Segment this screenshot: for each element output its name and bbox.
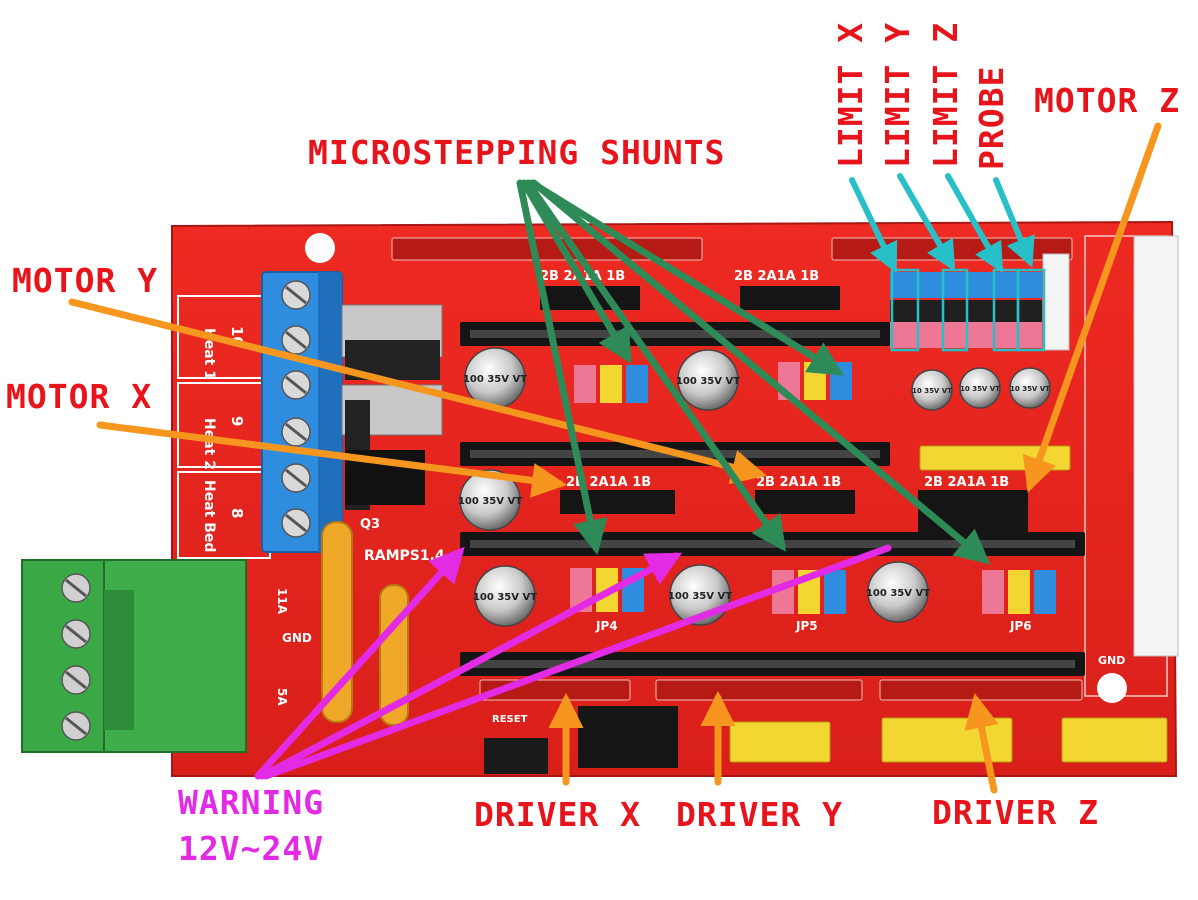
pin-group-label: 2B 2A1A 1B bbox=[756, 475, 841, 490]
motor-arrows bbox=[68, 122, 1162, 794]
small-capacitor-label: 10 35V VT bbox=[960, 385, 1000, 393]
heater-pin-2: 9 bbox=[228, 416, 246, 426]
capacitor-labels: 100 35V VT 100 35V VT 100 35V VT 100 35V… bbox=[458, 374, 1050, 603]
capacitor-label: 100 35V VT bbox=[473, 592, 537, 603]
pin-group-label: 2B 2A1A 1B bbox=[924, 475, 1009, 490]
power-label-5a: 5A bbox=[275, 688, 289, 706]
capacitor-label: 100 35V VT bbox=[668, 591, 732, 602]
bottom-header bbox=[479, 679, 1083, 701]
version-label: RAMPS1.4 bbox=[364, 548, 445, 564]
limit-arrows bbox=[849, 173, 1035, 274]
power-label-gnd: GND bbox=[282, 631, 312, 645]
voltage-range-label: 12V~24V bbox=[178, 829, 325, 868]
driver-z-label: DRIVER Z bbox=[932, 793, 1099, 832]
pin-group-label: 2B 2A1A 1B bbox=[734, 269, 819, 284]
driver-y-label: DRIVER Y bbox=[676, 795, 843, 834]
motor-y-label: MOTOR Y bbox=[12, 261, 159, 300]
reset-button-body bbox=[484, 738, 548, 774]
fuse bbox=[321, 521, 353, 723]
aux-black-header bbox=[578, 706, 678, 768]
power-label-11a: 11A bbox=[275, 588, 289, 615]
limit-highlight-boxes bbox=[890, 268, 1046, 352]
right-header bbox=[1133, 235, 1179, 657]
pin-group-label: 2B 2A1A 1B bbox=[566, 475, 651, 490]
jumper-label-jp5: JP5 bbox=[795, 619, 818, 633]
q3-label: Q3 bbox=[360, 517, 380, 532]
jumper-label-jp4: JP4 bbox=[595, 619, 618, 633]
motor-y-arrow bbox=[68, 298, 767, 485]
microstepping-shunts-label: MICROSTEPPING SHUNTS bbox=[308, 133, 726, 172]
probe-label: PROBE bbox=[972, 65, 1011, 170]
limit-z-label: LIMIT Z bbox=[926, 21, 965, 168]
motor-z-label: MOTOR Z bbox=[1034, 81, 1181, 120]
motor-x-arrow bbox=[96, 421, 567, 498]
small-capacitor-label: 10 35V VT bbox=[912, 387, 952, 395]
heater-label-2: Heat 2 bbox=[201, 418, 217, 470]
motor-x-label: MOTOR X bbox=[6, 377, 153, 416]
microstepping-arrows bbox=[516, 179, 991, 565]
capacitor-label: 100 35V VT bbox=[458, 496, 522, 507]
heater-label-1: Heat 1 bbox=[201, 328, 217, 380]
jumper-label-jp6: JP6 bbox=[1009, 619, 1032, 633]
capacitor-label: 100 35V VT bbox=[463, 374, 527, 385]
driver-x-label: DRIVER X bbox=[474, 795, 641, 834]
warning-label: WARNING bbox=[178, 783, 325, 822]
heater-label-3: Heat Bed bbox=[201, 480, 217, 552]
heater-pin-3: 8 bbox=[228, 508, 246, 518]
mounting-hole bbox=[305, 233, 335, 263]
mounting-hole bbox=[1097, 673, 1127, 703]
gnd-label: GND bbox=[1098, 654, 1125, 667]
limit-x-label: LIMIT X bbox=[831, 21, 870, 168]
motor-z-arrow bbox=[1022, 122, 1162, 493]
small-capacitor-label: 10 35V VT bbox=[1010, 385, 1050, 393]
capacitor-label: 100 35V VT bbox=[676, 376, 740, 387]
reset-label: RESET bbox=[492, 714, 528, 725]
capacitors bbox=[459, 347, 1051, 627]
driver-z-arrow bbox=[964, 693, 999, 794]
capacitor-label: 100 35V VT bbox=[866, 588, 930, 599]
heater-screw-terminal bbox=[261, 271, 343, 553]
power-screw-terminal bbox=[21, 559, 247, 753]
limit-y-label: LIMIT Y bbox=[878, 21, 917, 168]
warning-arrows bbox=[254, 544, 892, 780]
top-right-white-connector bbox=[1042, 253, 1070, 351]
